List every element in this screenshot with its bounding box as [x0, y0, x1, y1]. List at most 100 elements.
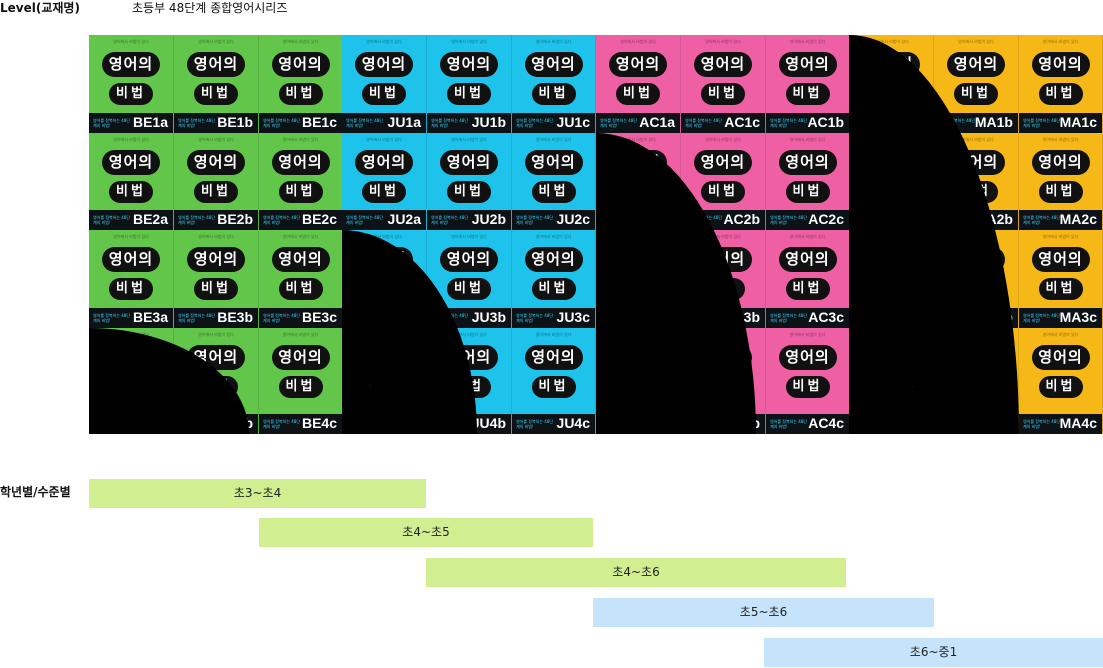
- cover-strip: 영어를 정복하는 48단계의 비법!JU4c: [512, 414, 595, 434]
- book-code: JU3b: [471, 309, 506, 325]
- cover-title-bottom: 비법: [1038, 376, 1083, 398]
- cover-strip: 영어를 정복하는 48단계의 비법!JU1b: [427, 113, 511, 133]
- cover-strip-text: 영어를 정복하는 48단계의 비법!: [178, 118, 216, 128]
- cover-tagline: 영어에서 비법이 있다: [535, 39, 572, 44]
- cover-title-bottom: 비법: [1038, 83, 1083, 105]
- cover-strip: 영어를 정복하는 48단계의 비법!MA2c: [1019, 210, 1102, 230]
- cover-title-bottom: 비법: [447, 278, 491, 300]
- book-code: BE3c: [301, 309, 337, 325]
- book-code: BE2a: [132, 211, 168, 227]
- cover-tagline: 영어에서 비법이 있다: [958, 137, 994, 142]
- cover-strip-text: 영어를 정복하는 48단계의 비법!: [263, 215, 301, 225]
- cover-strip: 영어를 정복하는 48단계의 비법!BE2b: [174, 210, 258, 230]
- cover-title-bottom: 비법: [531, 278, 576, 300]
- cover-strip-text: 영어를 정복하는 48단계의 비법!: [1023, 118, 1061, 128]
- grade-range-bar: 초4~초6: [426, 558, 846, 587]
- cover-strip: 영어를 정복하는 48단계의 비법!AC1b: [766, 113, 849, 133]
- cover-tagline: 영어에서 비법이 있다: [535, 332, 572, 337]
- cover-strip-text: 영어를 정복하는 48단계의 비법!: [516, 419, 554, 429]
- grade-level-label: 학년별/수준별: [0, 485, 71, 499]
- cover-strip-text: 영어를 정복하는 48단계의 비법!: [263, 118, 301, 128]
- book-code: JU1a: [387, 114, 421, 130]
- cover-title-top: 영어의: [694, 52, 752, 77]
- book-code: AC1c: [724, 114, 760, 130]
- cover-tagline: 영어에서 비법이 있다: [1042, 332, 1079, 337]
- cover-tagline: 영어에서 비법이 있다: [198, 39, 234, 44]
- series-label: 마스터: [861, 378, 965, 421]
- cover-tagline: 영어에서 비법이 있다: [113, 39, 149, 44]
- book-code: JU2a: [387, 211, 421, 227]
- cover-title-top: 영어의: [524, 150, 583, 175]
- book-code: JU3c: [556, 309, 590, 325]
- book-code: MA3c: [1059, 309, 1097, 325]
- series-label: 쥬니어: [353, 378, 457, 421]
- cover-strip-text: 영어를 정복하는 48단계의 비법!: [263, 313, 301, 323]
- series-description: 초등부 48단계 종합영어시리즈: [132, 1, 288, 15]
- level-label: Level(교재명): [0, 1, 80, 15]
- cover-title-top: 영어의: [271, 345, 330, 370]
- cover-strip-text: 영어를 정복하는 48단계의 비법!: [178, 215, 216, 225]
- cover-strip-text: 영어를 정복하는 48단계의 비법!: [770, 215, 808, 225]
- cover-tagline: 영어에서 비법이 있다: [198, 234, 234, 239]
- book-code: JU4b: [471, 415, 506, 431]
- cover-title-top: 영어의: [440, 150, 498, 175]
- book-code: AC1b: [807, 114, 844, 130]
- cover-tagline: 영어에서 비법이 있다: [451, 39, 487, 44]
- cover-title-top: 영어의: [609, 52, 667, 77]
- cover-strip: 영어를 정복하는 48단계의 비법!BE3b: [174, 308, 258, 328]
- cover-strip-text: 영어를 정복하는 48단계의 비법!: [770, 313, 808, 323]
- cover-title-bottom: 비법: [785, 181, 830, 203]
- cover-strip: 영어를 정복하는 48단계의 비법!BE2a: [89, 210, 173, 230]
- cover-title-bottom: 비법: [1038, 278, 1083, 300]
- cover-title-bottom: 비법: [701, 83, 745, 105]
- cover-title-bottom: 비법: [362, 181, 406, 203]
- cover-tagline: 영어에서 비법이 있다: [113, 234, 149, 239]
- cover-strip: 영어를 정복하는 48단계의 비법!MA1c: [1019, 113, 1102, 133]
- cover-strip-text: 영어를 정복하는 48단계의 비법!: [516, 215, 554, 225]
- cover-tagline: 영어에서 비법이 있다: [789, 234, 826, 239]
- cover-strip: 영어를 정복하는 48단계의 비법!MA4c: [1019, 414, 1102, 434]
- cover-strip-text: 영어를 정복하는 48단계의 비법!: [431, 215, 469, 225]
